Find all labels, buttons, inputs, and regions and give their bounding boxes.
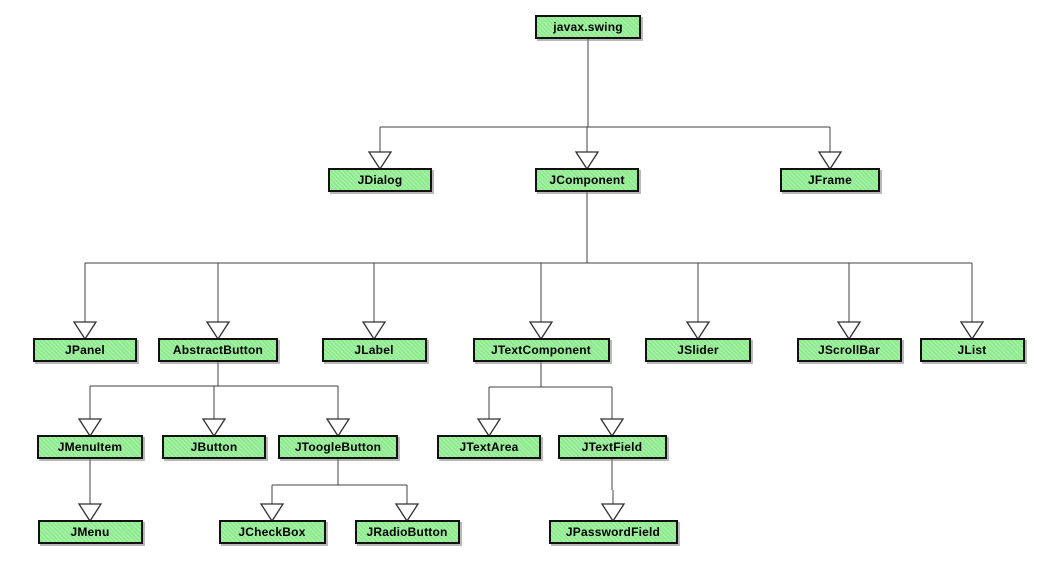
node-jlist: JList — [919, 338, 1025, 362]
node-jtextfield: JTextField — [557, 435, 667, 459]
node-jtextarea: JTextArea — [437, 435, 541, 459]
inheritance-arrow-icon — [817, 151, 843, 171]
inheritance-arrow-icon — [600, 503, 626, 523]
node-javax-swing: javax.swing — [535, 15, 641, 39]
node-jradiobutton: JRadioButton — [354, 520, 460, 544]
inheritance-arrow-icon — [476, 418, 502, 438]
node-jframe: JFrame — [780, 168, 880, 192]
node-jtextcomponent: JTextComponent — [472, 338, 610, 362]
inheritance-arrow-icon — [201, 418, 227, 438]
inheritance-arrow-icon — [394, 503, 420, 523]
node-jscrollbar: JScrollBar — [796, 338, 902, 362]
node-jmenuitem: JMenuItem — [37, 435, 143, 459]
inheritance-arrow-icon — [361, 321, 387, 341]
inheritance-arrow-icon — [574, 151, 600, 171]
inheritance-arrow-icon — [685, 321, 711, 341]
node-jcomponent: JComponent — [535, 168, 639, 192]
node-jcheckbox: JCheckBox — [218, 520, 326, 544]
inheritance-arrow-icon — [77, 418, 103, 438]
inheritance-arrow-icon — [72, 321, 98, 341]
inheritance-arrow-icon — [77, 503, 103, 523]
inheritance-arrow-icon — [959, 321, 985, 341]
inheritance-arrow-icon — [205, 321, 231, 341]
inheritance-arrow-icon — [528, 321, 554, 341]
node-jlabel: JLabel — [321, 338, 427, 362]
inheritance-arrow-icon — [325, 418, 351, 438]
inheritance-arrow-icon — [836, 321, 862, 341]
inheritance-arrow-icon — [599, 418, 625, 438]
node-jpasswordfield: JPasswordField — [548, 520, 678, 544]
node-jpanel: JPanel — [33, 338, 137, 362]
node-abstractbutton: AbstractButton — [158, 338, 278, 362]
node-jmenu: JMenu — [37, 520, 143, 544]
node-jbutton: JButton — [162, 435, 266, 459]
node-jdialog: JDialog — [328, 168, 432, 192]
node-jtooglebutton: JToogleButton — [278, 435, 398, 459]
node-jslider: JSlider — [645, 338, 751, 362]
inheritance-arrow-icon — [259, 503, 285, 523]
inheritance-arrow-icon — [367, 151, 393, 171]
